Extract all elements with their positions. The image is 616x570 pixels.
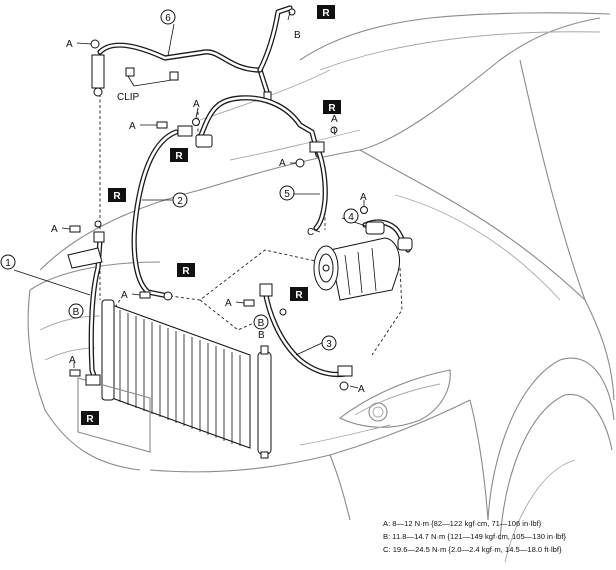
label-b-circled-2: B [258,318,265,329]
legend-b: B: 11.8—14.7 N·m {121—149 kgf·cm, 105—13… [383,532,567,541]
label-b-circled-1: B [73,307,80,318]
replace-marker-5: R [182,266,190,277]
label-a-10: A [358,384,365,395]
compressor [313,219,413,301]
condenser [101,299,272,459]
label-a-8: A [225,298,232,309]
callout-1: 1 [5,258,11,269]
label-a-11: A [69,355,76,366]
pipe-5 [309,141,328,231]
label-a-9: A [360,192,367,203]
pipe-6 [91,5,293,101]
pipe-2 [131,95,321,301]
legend-c: C: 19.6—24.5 N·m {2.0—2.4 kgf·m, 14.5—18… [383,545,562,554]
label-a-1: A [66,39,73,50]
radiator-support-outline [77,377,151,453]
callout-6: 6 [165,13,171,24]
label-a-2: A [129,121,136,132]
label-a-6: A [51,224,58,235]
legend-a: A: 8—12 N·m {82—122 kgf·cm, 71—106 in·lb… [383,519,542,528]
torque-legend: A: 8—12 N·m {82—122 kgf·cm, 71—106 in·lb… [383,517,615,556]
pipe-3 [259,283,353,378]
replace-marker-7: R [86,414,94,425]
callout-3-circle [321,335,337,351]
callout-6-circle [160,9,176,25]
callout-2: 2 [177,196,183,207]
torque-labels: A A A A A A A A A A A B B C CLIP [51,30,367,395]
replace-marker-6: R [295,290,303,301]
label-a-3: A [193,99,200,110]
label-a-7: A [121,290,128,301]
replace-markers: R R R R R R R [81,5,341,425]
leader-lines [13,11,367,389]
label-b-2: B [258,330,265,341]
replace-marker-3: R [175,151,183,162]
car-body-outline [27,12,615,563]
label-clip: CLIP [117,92,140,103]
label-b-1: B [294,30,301,41]
condenser-fins [119,310,241,446]
pipe-1 [67,231,105,386]
callout-3: 3 [326,339,332,350]
replace-marker-4: R [113,191,121,202]
callout-1-circle [0,254,16,270]
numbered-callouts: 1 2 3 4 5 6 [0,9,359,351]
label-a-4: A [279,158,286,169]
callout-5-circle [279,185,295,201]
replace-marker-2: R [328,103,336,114]
callout-2-circle [172,192,188,208]
label-c: C [307,227,314,238]
circled-b-markers: B B [68,303,269,330]
callout-4-circle [343,208,359,224]
fasteners [69,8,368,391]
replace-marker-1: R [322,8,330,19]
label-a-5: A [331,114,338,125]
callout-5: 5 [284,189,290,200]
callout-4: 4 [348,212,354,223]
